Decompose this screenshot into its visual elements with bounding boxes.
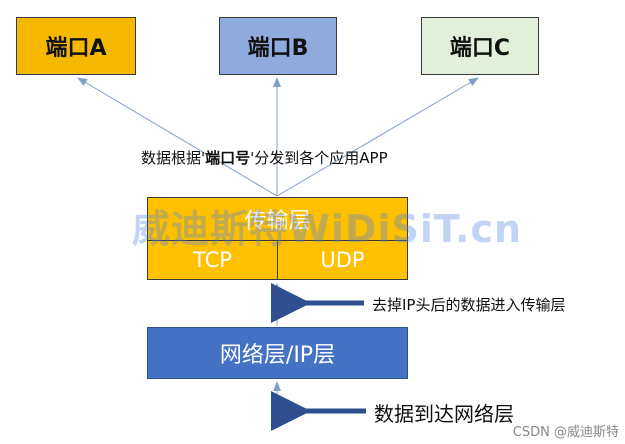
arrive-note: 数据到达网络层 bbox=[374, 402, 514, 426]
port-c: 端口C bbox=[421, 17, 539, 75]
tcp-box: TCP bbox=[147, 240, 278, 280]
dispatch-note: 数据根据'端口号'分发到各个应用APP bbox=[141, 147, 388, 168]
dispatch-note-prefix: 数据根据' bbox=[141, 149, 206, 167]
dispatch-note-suffix: '分发到各个应用APP bbox=[250, 149, 388, 167]
port-c-label: 端口C bbox=[449, 36, 511, 61]
network-layer-title: 网络层/IP层 bbox=[219, 343, 336, 368]
arrow-to-port-c bbox=[276, 77, 479, 197]
tcp-label: TCP bbox=[193, 248, 232, 272]
transport-layer-title-box: 传输层 bbox=[147, 197, 408, 241]
watermark: 威迪斯特WiDiSiT.cn bbox=[132, 207, 523, 251]
csdn-credit: CSDN @威迪斯特 bbox=[512, 425, 619, 440]
port-b-label: 端口B bbox=[247, 36, 309, 61]
arrow-to-port-a bbox=[77, 77, 278, 197]
port-a-label: 端口A bbox=[45, 36, 107, 61]
udp-box: UDP bbox=[277, 240, 408, 280]
transport-layer-title: 传输层 bbox=[244, 209, 311, 234]
udp-label: UDP bbox=[320, 248, 365, 272]
strip-note: 去掉IP头后的数据进入传输层 bbox=[372, 296, 566, 314]
network-layer-box: 网络层/IP层 bbox=[147, 327, 408, 379]
dispatch-note-bold: 端口号 bbox=[205, 149, 251, 167]
port-b: 端口B bbox=[219, 17, 337, 75]
port-a: 端口A bbox=[16, 17, 136, 75]
